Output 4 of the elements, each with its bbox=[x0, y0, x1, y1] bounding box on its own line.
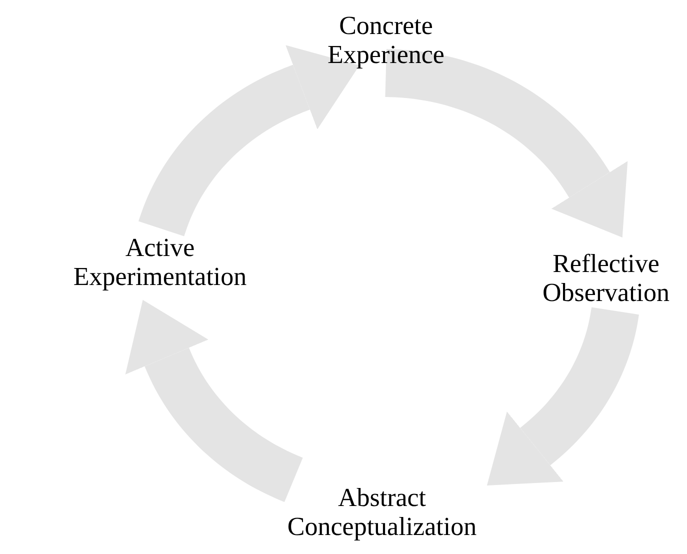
stage-label: Concrete Experience bbox=[311, 11, 461, 69]
stage-label: Reflective Observation bbox=[521, 249, 687, 307]
stage-label: Abstract Conceptualization bbox=[277, 483, 487, 541]
stage-label: Active Experimentation bbox=[60, 233, 260, 291]
